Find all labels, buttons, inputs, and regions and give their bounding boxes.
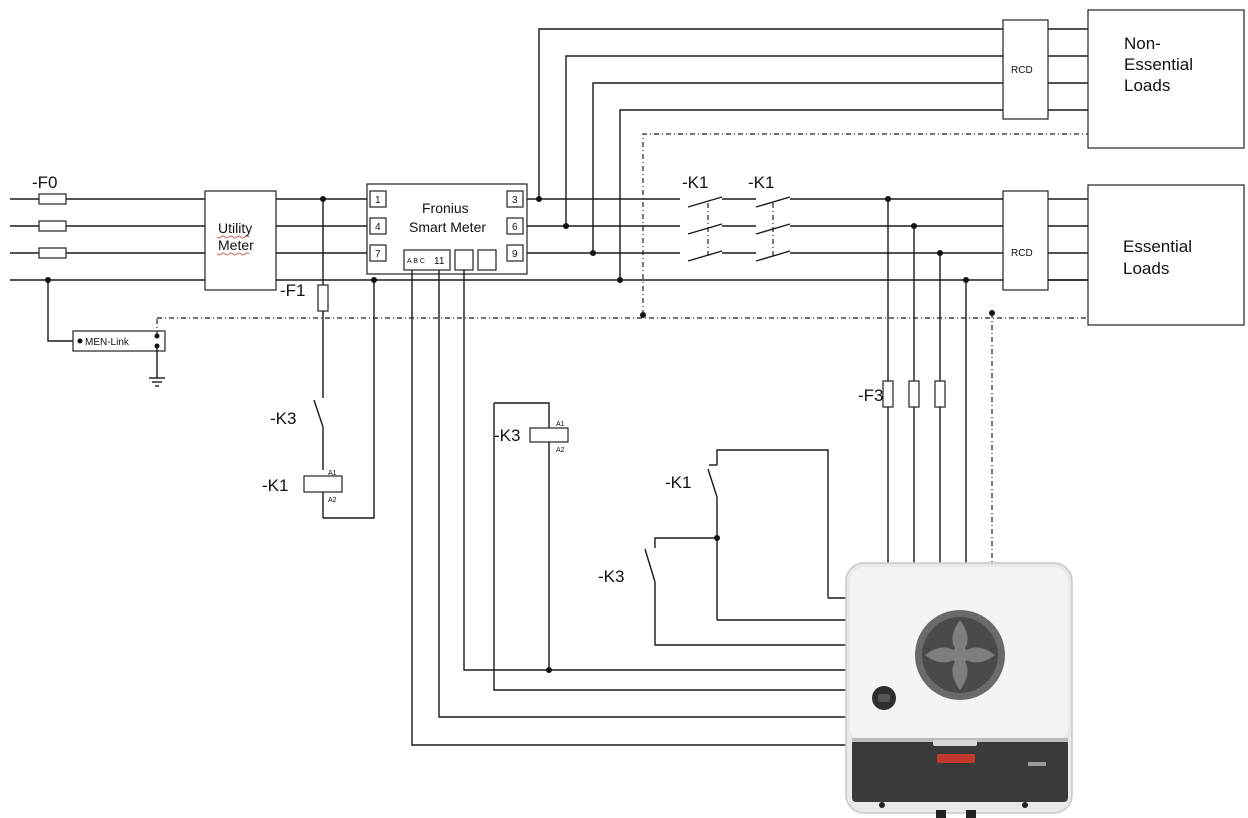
men-link-label: MEN-Link: [85, 337, 130, 348]
k1-main-a-label: -K1: [682, 173, 708, 192]
k1-main-b-label: -K1: [748, 173, 774, 192]
svg-text:3: 3: [512, 195, 518, 206]
men-link: MEN-Link: [45, 277, 1088, 387]
smart-meter-line1: Fronius: [422, 200, 469, 216]
k3-left-label: -K3: [270, 409, 296, 428]
f0-label: -F0: [32, 173, 58, 192]
svg-text:A B C: A B C: [407, 258, 425, 265]
incoming-lines: [10, 198, 1088, 281]
k1-main-contactor: -K1 -K1: [682, 173, 1003, 262]
svg-text:6: 6: [512, 222, 518, 233]
utility-meter-line1: Utility: [218, 220, 252, 236]
f1-label: -F1: [280, 281, 306, 300]
smart-meter-line2: Smart Meter: [409, 219, 486, 235]
fuse-f0: -F0: [32, 173, 67, 259]
svg-text:4: 4: [375, 222, 381, 233]
fan-icon: [915, 610, 1005, 700]
rcd-bottom: RCD Essential Loads: [1002, 184, 1245, 326]
non-essential-line3: Loads: [1124, 76, 1170, 95]
svg-text:A2: A2: [556, 447, 565, 454]
k1-coil-left-label: -K1: [262, 476, 288, 495]
essential-line2: Loads: [1123, 259, 1169, 278]
meter-output-lines: [527, 28, 1088, 318]
f3-fuses: -F3: [858, 196, 995, 565]
inverter-device: [845, 562, 1073, 818]
dc-switch-icon: [872, 686, 896, 710]
svg-text:A2: A2: [328, 497, 337, 504]
rcd-top-label: RCD: [1011, 65, 1033, 76]
control-chain-left: -F1 -K3 A1 A2 -K1: [262, 196, 377, 519]
fronius-smart-meter: Fronius Smart Meter 1 4 7 3 6 9 A B C 11: [366, 183, 528, 275]
rcd-bottom-label: RCD: [1011, 248, 1033, 259]
svg-text:11: 11: [434, 256, 445, 267]
k3-coil-middle: A1 A2 -K3: [411, 270, 848, 746]
svg-text:9: 9: [512, 249, 518, 260]
k1-contact-right-label: -K1: [665, 473, 691, 492]
f3-label: -F3: [858, 386, 884, 405]
k1-k3-contacts-right: -K1 -K3: [598, 449, 848, 646]
svg-text:7: 7: [375, 249, 381, 260]
svg-text:1: 1: [375, 195, 381, 206]
svg-text:A1: A1: [328, 470, 337, 477]
essential-line1: Essential: [1123, 237, 1192, 256]
utility-meter-line2: Meter: [218, 237, 254, 253]
utility-meter: Utility Meter: [204, 190, 277, 291]
k3-contact-right-label: -K3: [598, 567, 624, 586]
non-essential-line1: Non-: [1124, 34, 1161, 53]
k3-coil-mid-label: -K3: [494, 426, 520, 445]
rcd-top: RCD Non- Essential Loads: [1002, 9, 1245, 149]
non-essential-line2: Essential: [1124, 55, 1193, 74]
svg-text:A1: A1: [556, 421, 565, 428]
